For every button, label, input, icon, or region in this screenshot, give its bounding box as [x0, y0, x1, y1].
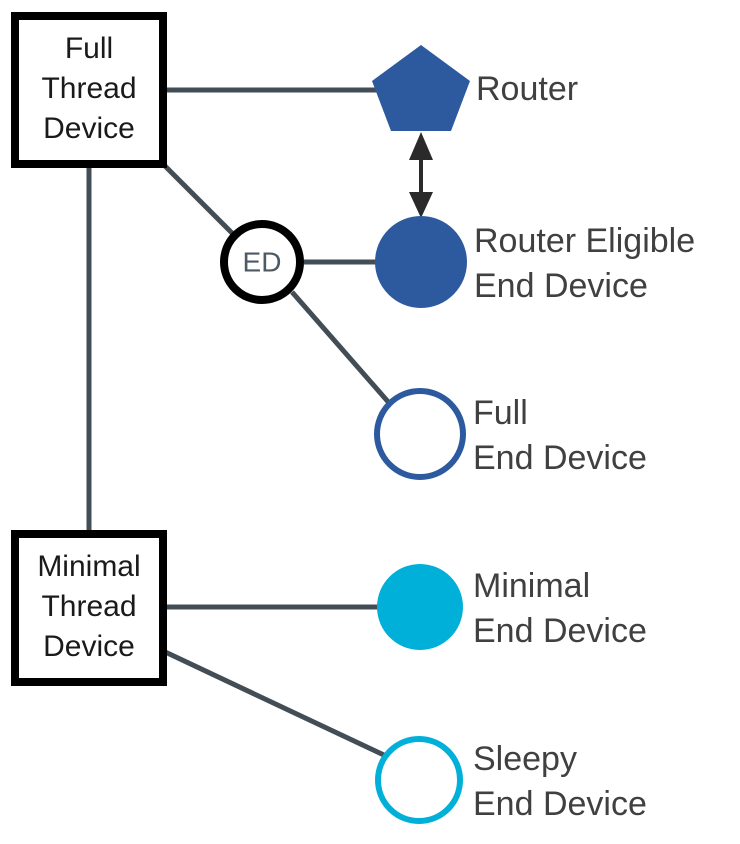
end-device-hub-circle-icon[interactable] [220, 220, 304, 304]
legend-label-router-line1: Router [476, 70, 578, 108]
pentagon-icon[interactable] [372, 45, 470, 131]
full-thread-device-label-line2: Thread [41, 72, 136, 105]
legend-label-sed-line1: Sleepy [473, 740, 577, 778]
connector-lines [86, 87, 392, 760]
arrow-head-up-icon [409, 132, 433, 160]
legend-item-sleepy-end-device[interactable]: Sleepy End Device [375, 736, 647, 824]
legend-label-sed-line2: End Device [473, 785, 647, 823]
legend-label-fed-line2: End Device [473, 439, 647, 477]
legend-item-full-end-device[interactable]: Full End Device [374, 388, 647, 480]
arrow-head-down-icon [409, 192, 433, 218]
legend-label-reed-line1: Router Eligible [474, 222, 695, 260]
minimal-thread-device-label-line1: Minimal [37, 550, 140, 583]
minimal-thread-device-box[interactable] [11, 530, 167, 686]
legend-label-med-line2: End Device [473, 612, 647, 650]
outline-circle-icon[interactable] [374, 388, 466, 480]
legend-item-router-eligible-end-device[interactable]: Router Eligible End Device [375, 216, 695, 308]
full-thread-device-box[interactable] [11, 12, 167, 168]
legend-item-minimal-end-device[interactable]: Minimal End Device [377, 564, 647, 650]
end-device-hub-label: ED [243, 246, 282, 277]
legend-item-router[interactable]: Router [372, 45, 578, 131]
full-thread-device-node[interactable]: Full Thread Device [11, 12, 167, 168]
connector-ed-hub-to-fed [290, 290, 392, 406]
double-arrow-router-reed [409, 132, 433, 218]
connector-ftd-to-ed-hub [159, 160, 235, 236]
full-thread-device-label-line1: Full [65, 32, 113, 65]
minimal-thread-device-node[interactable]: Minimal Thread Device [11, 530, 167, 686]
legend-label-fed-line1: Full [473, 394, 528, 432]
legend-label-med-line1: Minimal [473, 567, 590, 605]
minimal-thread-device-label-line3: Device [43, 630, 135, 663]
filled-circle-cyan-icon[interactable] [377, 564, 463, 650]
filled-circle-icon[interactable] [375, 216, 467, 308]
end-device-hub-node[interactable]: ED [220, 220, 304, 304]
full-thread-device-label-line3: Device [43, 112, 135, 145]
minimal-thread-device-label-line2: Thread [41, 590, 136, 623]
outline-circle-cyan-icon[interactable] [375, 736, 463, 824]
legend-label-reed-line2: End Device [474, 267, 648, 305]
connector-mtd-to-sed [159, 647, 390, 760]
